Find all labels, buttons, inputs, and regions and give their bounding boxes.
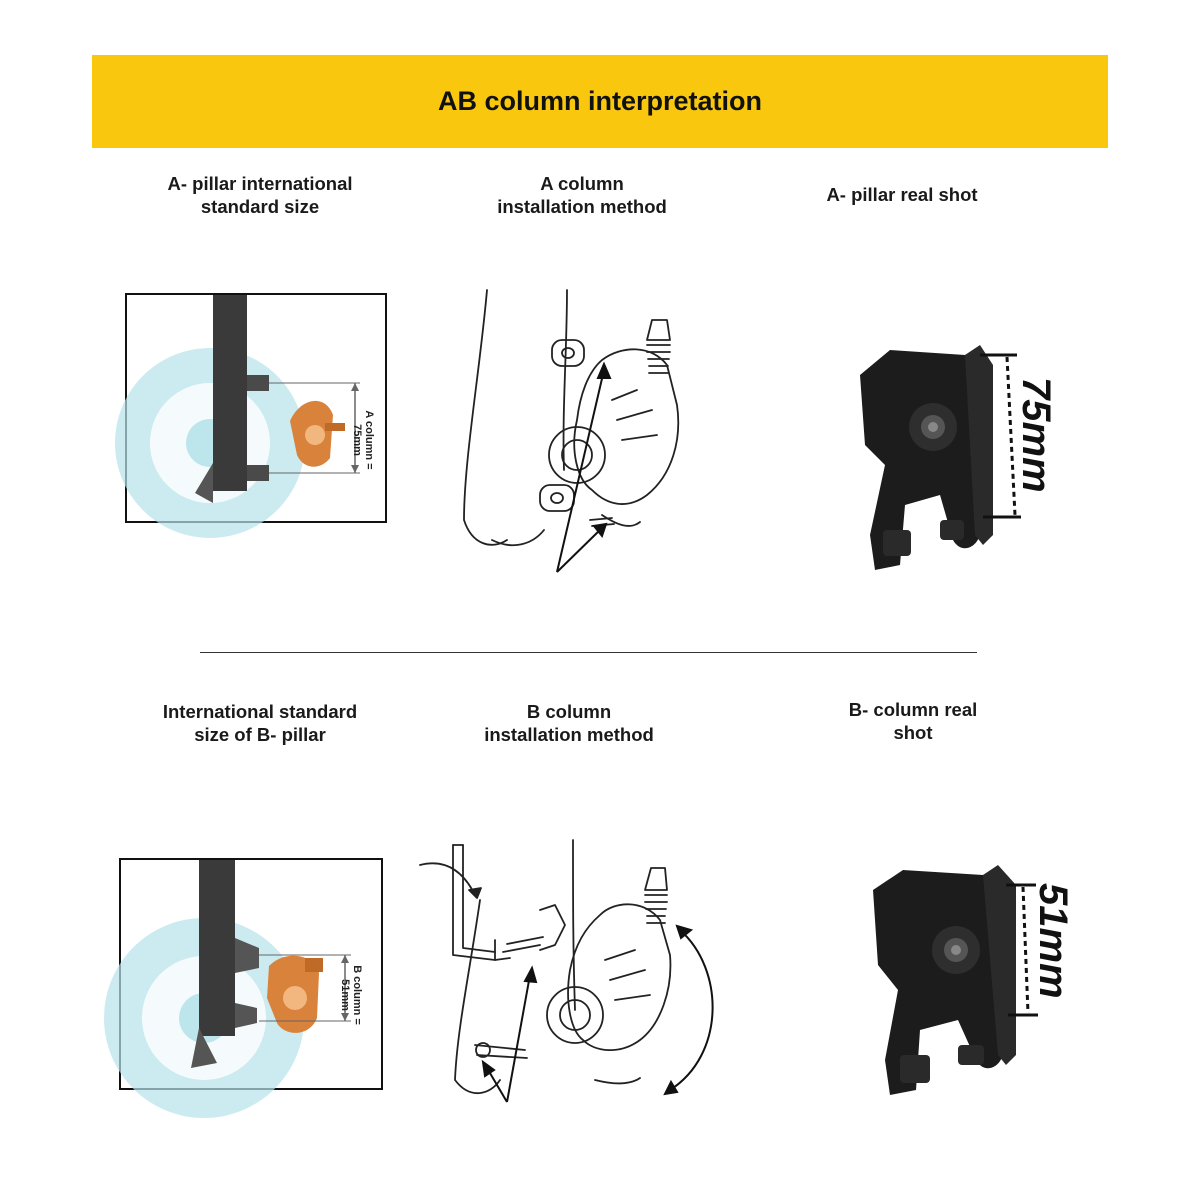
- fork-pillar: [213, 295, 247, 491]
- fork-outline: [454, 899, 501, 1095]
- arrow-markers: [481, 924, 714, 1103]
- b-installation-drawing: [415, 839, 735, 1120]
- arrow-markers: [556, 361, 612, 573]
- a-column-dimension-label: A column = 75mm: [351, 410, 375, 470]
- caliper-outline: [567, 903, 672, 1052]
- caption-b-real-shot: B- column real shot: [848, 699, 978, 743]
- black-caliper-b: [873, 865, 1016, 1095]
- fork-pillar: [199, 860, 235, 1036]
- hex-key: [452, 844, 496, 961]
- caption-a-real-shot: A- pillar real shot: [826, 184, 978, 205]
- black-caliper-a: [860, 345, 993, 570]
- b-dimension-text: 51mm: [1031, 883, 1075, 999]
- page-title: AB column interpretation: [437, 86, 762, 116]
- a-dimension-text: 75mm: [1014, 377, 1058, 493]
- orange-caliper: [290, 400, 345, 467]
- a-installation-drawing: [452, 289, 692, 580]
- b-standard-size-diagram: B column = 51mm: [104, 858, 383, 1118]
- caption-b-installation: B column installation method: [484, 701, 654, 745]
- fork-outline: [463, 289, 508, 546]
- caliper-outline: [573, 348, 680, 505]
- b-real-shot-photo: 51mm: [858, 855, 1098, 1105]
- caption-b-standard-size: International standard size of B- pillar: [162, 701, 358, 745]
- caption-a-standard-size: A- pillar international standard size: [167, 173, 353, 217]
- orange-caliper: [267, 955, 323, 1033]
- title-banner: AB column interpretation: [92, 55, 1108, 148]
- caption-a-installation: A column installation method: [497, 173, 667, 217]
- rotor-illustration: [115, 348, 305, 538]
- section-divider: [200, 652, 977, 653]
- a-standard-size-diagram: A column = 75mm: [115, 293, 387, 538]
- b-column-dimension-label: B column = 51mm: [339, 965, 363, 1025]
- a-real-shot-photo: 75mm: [845, 335, 1085, 580]
